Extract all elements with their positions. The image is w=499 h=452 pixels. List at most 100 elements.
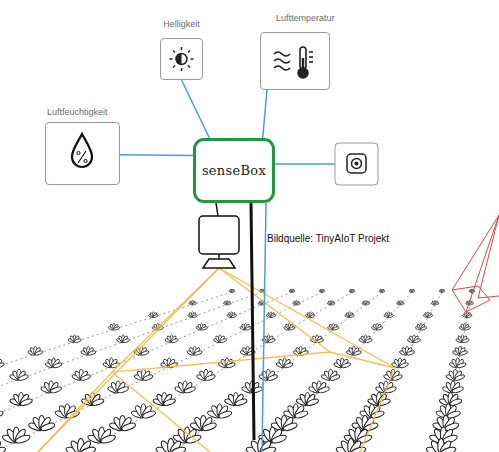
plant — [344, 312, 354, 318]
plant — [327, 300, 335, 305]
image-credit: Bildquelle: TinyAIoT Projekt — [267, 233, 389, 244]
plant — [349, 289, 355, 293]
plant — [296, 392, 320, 406]
humidity-icon — [72, 134, 92, 167]
plant-row — [0, 292, 262, 452]
camera-symbol — [199, 203, 239, 268]
plant — [196, 369, 216, 381]
plant — [425, 438, 456, 452]
plant — [189, 300, 197, 305]
plant — [439, 289, 445, 293]
sensor-label: Helligkeit — [163, 19, 200, 29]
plant — [165, 335, 179, 343]
plant — [319, 289, 325, 293]
plant — [371, 323, 383, 330]
plant — [407, 335, 421, 343]
cable — [262, 203, 266, 452]
plant — [9, 392, 33, 406]
plant — [229, 289, 235, 293]
plant — [1, 427, 31, 445]
plant — [462, 312, 472, 318]
plant — [155, 438, 186, 452]
sensor-box: Luftfeuchtigkeit — [45, 122, 120, 185]
plant — [455, 335, 469, 343]
camera-view — [38, 268, 395, 452]
plant — [289, 289, 295, 293]
plant — [0, 404, 4, 419]
plant — [71, 369, 91, 381]
sensor-label: Lufttemperatur — [276, 13, 335, 23]
plant — [68, 335, 82, 343]
plant — [445, 369, 465, 381]
plant — [305, 312, 315, 318]
plant-row — [0, 292, 322, 452]
sound-sensor-symbol — [275, 143, 378, 185]
plant-row — [438, 292, 472, 452]
brightness-icon — [170, 47, 194, 71]
plant — [148, 312, 158, 318]
plant — [333, 358, 351, 369]
sensor-box: Helligkeit — [160, 38, 203, 80]
sensor-wire — [120, 154, 193, 156]
plant — [213, 335, 227, 343]
plant — [469, 289, 475, 293]
plant — [321, 369, 341, 381]
plant — [223, 300, 231, 305]
plant — [245, 438, 276, 452]
plant — [399, 346, 415, 356]
plant — [196, 323, 208, 330]
plant — [40, 381, 62, 394]
plant — [116, 335, 130, 343]
plant — [362, 300, 370, 305]
plant — [152, 392, 176, 406]
plant — [431, 300, 439, 305]
plant — [224, 392, 248, 406]
plant — [308, 381, 330, 394]
plant — [174, 381, 196, 394]
plant — [409, 289, 415, 293]
plant — [452, 346, 468, 356]
plant — [218, 358, 236, 369]
plant — [187, 312, 197, 318]
plant — [65, 438, 96, 452]
plant — [239, 323, 251, 330]
second-camera-view — [452, 215, 499, 312]
plant — [423, 312, 433, 318]
plant — [87, 427, 117, 445]
plant — [283, 404, 309, 419]
plant-row — [150, 292, 382, 452]
plant — [207, 404, 233, 419]
plant — [27, 346, 43, 356]
sensor-wire — [182, 80, 210, 138]
sensor-wire — [263, 90, 267, 138]
plant-field — [0, 289, 499, 452]
plant — [9, 369, 29, 381]
plant — [449, 358, 467, 369]
plant — [109, 415, 137, 432]
plant-row — [0, 292, 292, 452]
plant — [442, 381, 464, 394]
plant — [187, 346, 203, 356]
plant — [384, 312, 394, 318]
plant — [258, 369, 278, 381]
plant — [439, 392, 463, 406]
plant — [379, 289, 385, 293]
plant — [0, 438, 7, 452]
plant — [358, 335, 372, 343]
plant — [415, 323, 427, 330]
plant — [80, 346, 96, 356]
plant-row — [54, 292, 352, 452]
sensor-label: Luftfeuchtigkeit — [47, 107, 108, 117]
temperature-icon — [274, 47, 313, 78]
plant — [133, 346, 149, 356]
plant — [227, 312, 237, 318]
plant — [327, 323, 339, 330]
plant — [134, 369, 154, 381]
plant — [459, 323, 471, 330]
plant — [45, 358, 63, 369]
plant-row — [342, 292, 442, 452]
box-title: senseBox — [202, 163, 266, 178]
pole — [251, 203, 254, 440]
plant — [335, 438, 366, 452]
